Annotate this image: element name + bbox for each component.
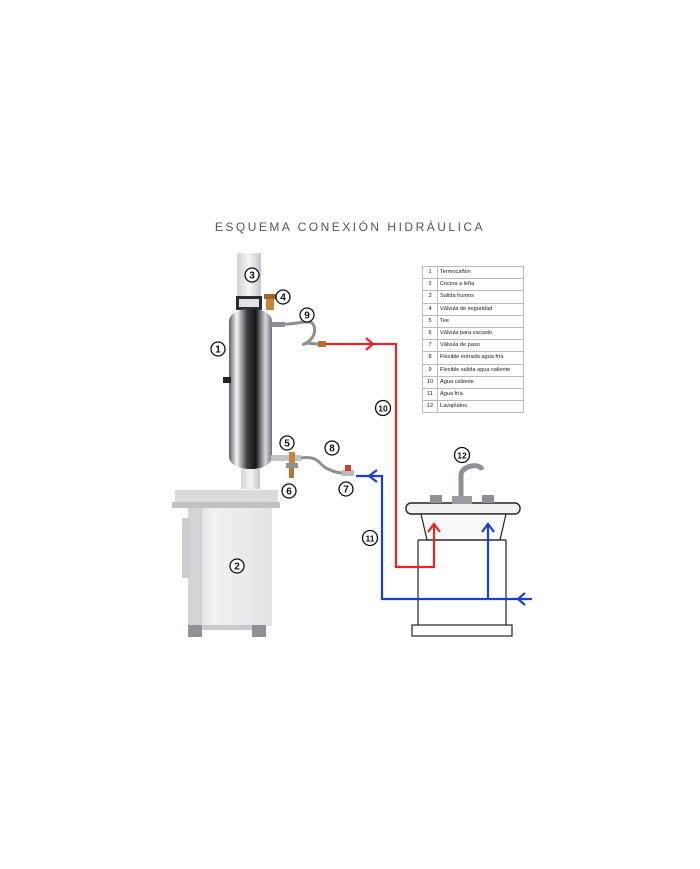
legend-label: Válvula de seguridad [437, 302, 524, 316]
legend-number: 10 [422, 375, 438, 389]
callout-11: 11 [361, 529, 379, 547]
callout-10: 10 [374, 399, 392, 417]
svg-text:3: 3 [249, 271, 255, 282]
legend-number: 12 [422, 400, 438, 414]
callout-6: 6 [281, 483, 297, 499]
callout-7: 7 [338, 481, 354, 497]
legend-number: 1 [422, 265, 438, 280]
cold-inlet-assembly [271, 452, 354, 478]
legend-number: 4 [422, 302, 438, 316]
legend-label: Lavaplatos [437, 400, 524, 414]
svg-text:10: 10 [378, 404, 388, 414]
legend-label: Termocañón [437, 265, 524, 280]
legend-number: 11 [422, 387, 438, 402]
callout-9: 9 [299, 307, 315, 323]
wood-stove [172, 490, 280, 637]
legend-label: Tee [437, 314, 524, 328]
svg-text:1: 1 [215, 345, 221, 356]
svg-text:5: 5 [284, 439, 290, 450]
legend-label: Cocina a leña [437, 278, 524, 292]
legend-label: Agua caliente [437, 375, 524, 389]
legend-label: Agua fría [437, 387, 524, 402]
legend-number: 3 [422, 290, 438, 304]
legend-number: 7 [422, 339, 438, 353]
legend-label: Válvula para vaciado [437, 326, 524, 341]
svg-text:9: 9 [304, 311, 310, 322]
callout-1: 1 [210, 341, 226, 357]
legend-label: Flexible salida agua caliente [437, 363, 524, 377]
svg-text:2: 2 [234, 562, 240, 573]
legend-number: 2 [422, 278, 438, 292]
svg-text:8: 8 [329, 444, 335, 455]
callout-8: 8 [324, 440, 340, 456]
callout-2: 2 [229, 558, 245, 574]
legend-number: 8 [422, 351, 438, 365]
svg-text:7: 7 [343, 485, 349, 496]
legend-label: Flexible entrada agua fría [437, 351, 524, 365]
cold-water-line [356, 469, 532, 606]
safety-valve [264, 294, 276, 310]
svg-text:12: 12 [457, 451, 467, 461]
callout-4: 4 [275, 289, 291, 305]
callout-5: 5 [279, 435, 295, 451]
diagram-title: ESQUEMA CONEXIÓN HIDRÁULICA [214, 220, 486, 234]
svg-text:11: 11 [366, 534, 375, 544]
hot-water-line [326, 337, 441, 569]
legend-number: 5 [422, 314, 438, 328]
svg-text:6: 6 [286, 487, 292, 498]
callout-12: 12 [453, 446, 471, 464]
hot-flex-hose [271, 320, 326, 347]
legend-label: Salida humos [437, 290, 524, 304]
legend-number: 6 [422, 326, 438, 341]
legend-label: Válvula de paso [437, 339, 524, 353]
callout-3: 3 [244, 267, 260, 283]
kitchen-sink [405, 463, 521, 637]
legend-number: 9 [422, 363, 438, 377]
svg-text:4: 4 [280, 293, 286, 304]
thermo-cannon [223, 309, 272, 489]
